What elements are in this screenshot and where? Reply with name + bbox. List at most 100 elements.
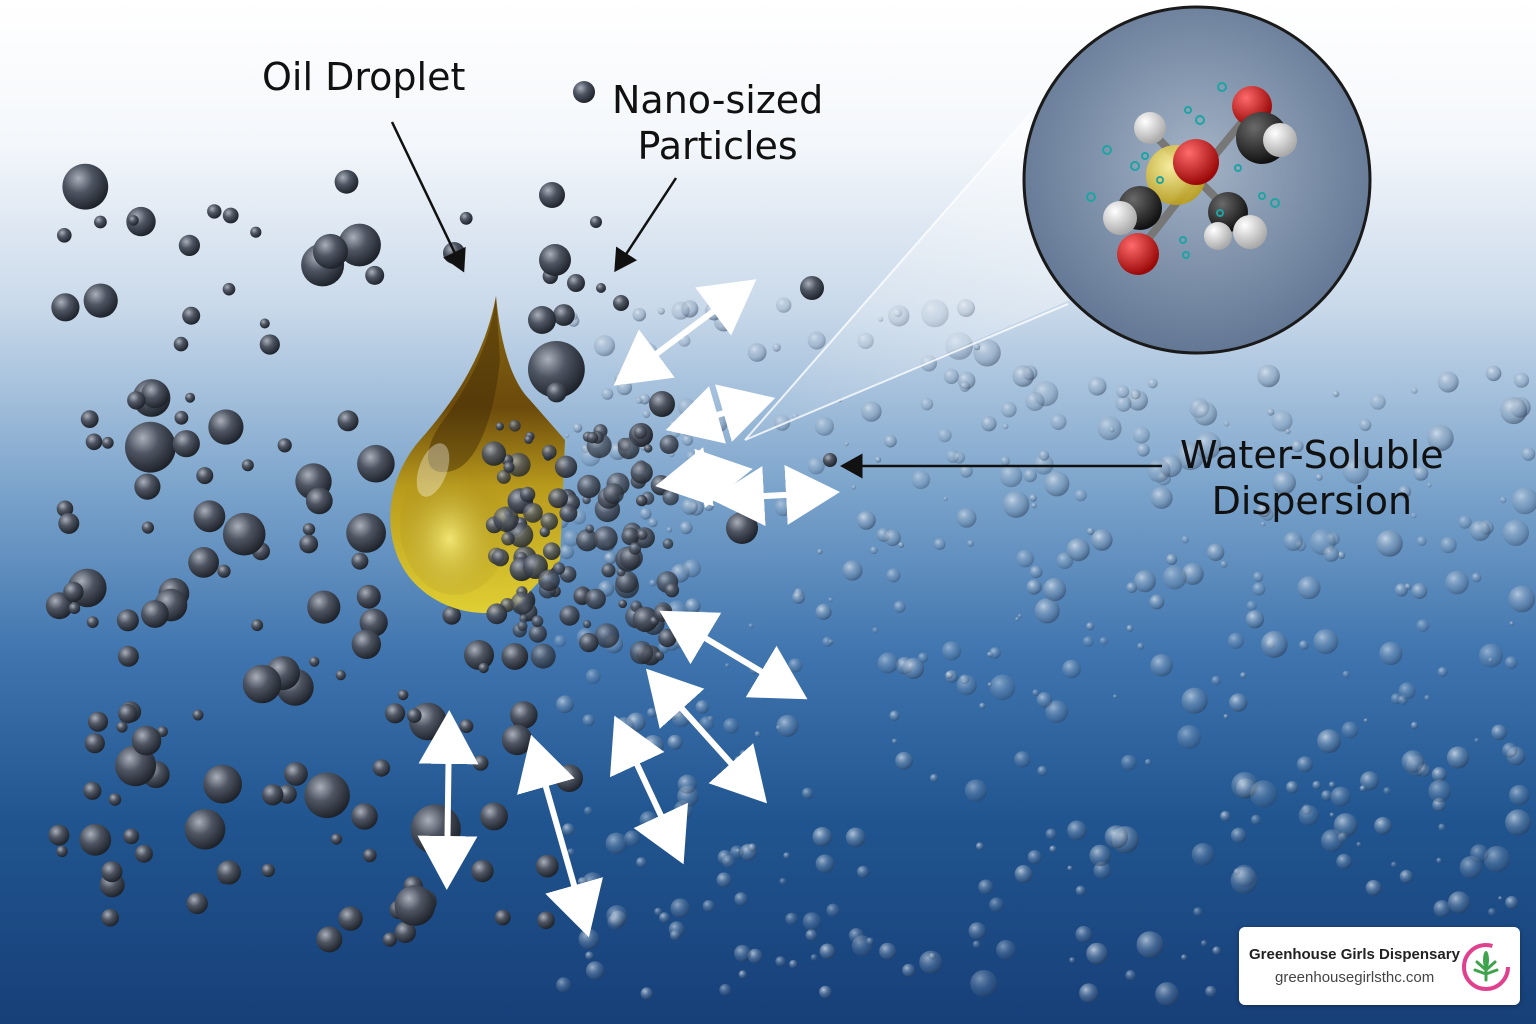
- water-bubble: [1149, 594, 1165, 610]
- oil-droplet-label: Oil Droplet: [262, 54, 465, 100]
- water-bubble: [722, 855, 736, 869]
- water-bubble: [1086, 527, 1095, 536]
- water-bubble: [682, 559, 702, 578]
- water-bubble: [1075, 925, 1092, 943]
- water-bubble: [1301, 804, 1312, 815]
- nano-particle: [86, 616, 99, 628]
- nano-particle: [134, 844, 153, 863]
- water-bubble: [1115, 395, 1132, 412]
- nano-particle: [203, 764, 243, 804]
- water-bubble: [642, 410, 651, 418]
- water-bubble: [772, 343, 781, 352]
- droplet-fragment: [601, 563, 616, 578]
- water-bubble: [734, 944, 751, 962]
- water-bubble: [1511, 487, 1536, 515]
- droplet-fragment: [530, 643, 556, 669]
- water-bubble: [1341, 721, 1359, 739]
- water-bubble: [738, 970, 747, 979]
- droplet-fragment: [585, 588, 606, 610]
- water-bubble: [1413, 465, 1429, 481]
- water-bubble: [920, 397, 934, 411]
- droplet-fragment: [486, 603, 508, 625]
- water-bubble: [1433, 900, 1451, 918]
- water-bubble: [1383, 787, 1391, 795]
- water-bubble: [747, 343, 767, 362]
- brand-badge[interactable]: Greenhouse Girls Dispensary greenhousegi…: [1239, 927, 1520, 1005]
- water-bubble: [1211, 675, 1221, 686]
- droplet-fragment: [583, 620, 592, 629]
- droplet-fragment: [629, 640, 654, 665]
- droplet-fragment: [653, 604, 671, 623]
- nano-particle: [186, 892, 208, 915]
- nano-particle: [356, 584, 381, 609]
- water-bubble: [851, 485, 856, 490]
- nano-particle: [68, 602, 81, 614]
- water-bubble: [1370, 394, 1386, 410]
- water-bubble: [657, 307, 665, 315]
- water-bubble: [1471, 572, 1482, 583]
- water-bubble: [1113, 694, 1118, 699]
- water-bubble: [1099, 637, 1108, 646]
- water-bubble: [1002, 491, 1030, 518]
- droplet-fragment: [593, 526, 618, 551]
- water-bubble: [1446, 746, 1470, 769]
- water-bubble: [1200, 940, 1208, 947]
- dispersion-arrow: [609, 715, 689, 865]
- brand-url[interactable]: greenhousegirlsthc.com: [1275, 969, 1435, 986]
- water-bubble: [812, 827, 832, 847]
- water-bubble: [1379, 641, 1403, 666]
- water-bubble: [1144, 758, 1152, 766]
- water-bubble: [1342, 670, 1350, 678]
- nano-particle: [123, 828, 140, 845]
- droplet-fragment: [576, 529, 599, 552]
- droplet-fragment: [644, 444, 653, 453]
- water-bubble: [723, 718, 739, 734]
- water-bubble: [1067, 820, 1087, 841]
- water-bubble: [1508, 784, 1530, 806]
- water-bubble: [1230, 827, 1247, 843]
- nano-particle: [726, 512, 758, 544]
- water-bubble: [646, 707, 657, 718]
- droplet-fragment: [579, 632, 599, 653]
- water-bubble: [1356, 841, 1362, 847]
- droplet-fragment: [510, 591, 534, 615]
- water-bubble: [704, 501, 714, 511]
- water-bubble: [1250, 814, 1262, 825]
- water-bubble: [1206, 543, 1225, 562]
- water-bubble: [1033, 454, 1054, 475]
- water-bubble: [1491, 724, 1507, 741]
- water-bubble: [775, 956, 786, 967]
- water-bubble: [807, 457, 825, 475]
- water-bubble: [815, 603, 832, 620]
- nano-particle: [334, 169, 359, 194]
- water-bubble: [884, 529, 901, 547]
- nano-particle: [539, 182, 565, 208]
- dispersion-arrow: [417, 710, 479, 890]
- droplet-fragment: [664, 583, 680, 598]
- droplet-fragment: [508, 522, 534, 548]
- water-bubble: [970, 969, 998, 998]
- nano-particle: [174, 410, 189, 425]
- water-bubble: [1499, 496, 1507, 504]
- water-bubble: [636, 857, 647, 868]
- water-bubble: [826, 903, 840, 917]
- water-bubble: [1404, 583, 1412, 591]
- water-bubble: [953, 451, 966, 464]
- nano-particle: [134, 473, 161, 500]
- water-bubble: [1427, 424, 1454, 452]
- nano-particle: [459, 211, 473, 225]
- water-bubble: [1130, 389, 1141, 400]
- water-bubble: [788, 658, 803, 673]
- water-bubble: [879, 942, 897, 960]
- water-bubble: [640, 987, 653, 1000]
- dispersion-arrow: [613, 279, 757, 386]
- nano-particle: [259, 334, 280, 355]
- water-bubble: [1328, 781, 1336, 788]
- water-bubble: [937, 428, 952, 443]
- nano-particles-label: Nano-sized Particles: [612, 77, 823, 169]
- water-bubble: [734, 892, 748, 906]
- water-bubble: [1002, 423, 1009, 430]
- nano-particles-label-line1: Nano-sized: [612, 78, 824, 122]
- nano-particle: [407, 708, 422, 723]
- water-bubble: [648, 518, 658, 528]
